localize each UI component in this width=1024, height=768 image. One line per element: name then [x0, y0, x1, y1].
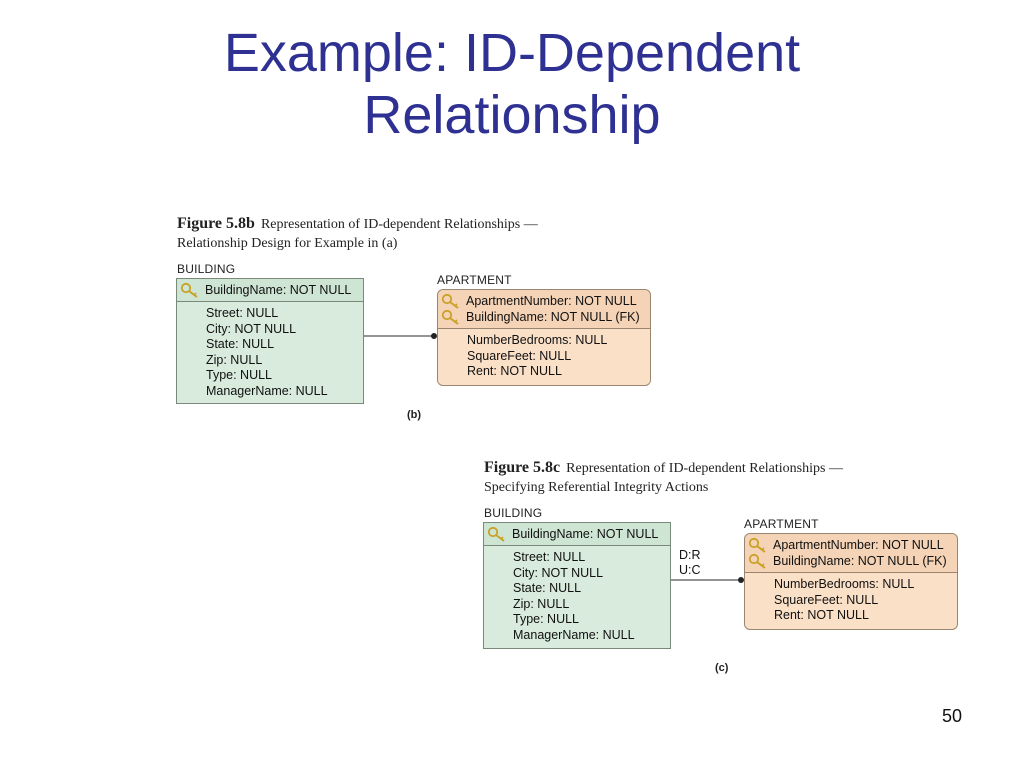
attribute: Rent: NOT NULL — [467, 364, 562, 378]
attribute: ManagerName: NULL — [513, 627, 635, 642]
key-attribute: BuildingName: NOT NULL (FK) — [773, 554, 947, 568]
key-attribute: ApartmentNumber: NOT NULL — [773, 538, 944, 552]
attribute: City: NOT NULL — [206, 321, 297, 336]
slide-title-line-1: Example: ID-Dependent — [223, 23, 801, 83]
figure-c-apartment-label: APARTMENT — [744, 517, 819, 531]
figure-c-relationship-dot — [738, 577, 744, 583]
figure-c-number: Figure 5.8c — [484, 459, 561, 476]
key-attribute: BuildingName: NOT NULL (FK) — [466, 310, 640, 324]
attribute: Street: NULL — [513, 550, 586, 564]
slide-title: Example: ID-Dependent Relationship — [0, 22, 1024, 146]
key-icon — [441, 309, 459, 325]
attribute: SquareFeet: NULL — [467, 348, 572, 363]
key-icon — [748, 553, 766, 569]
apartment-attribute-section: NumberBedrooms: NULL SquareFeet: NULL Re… — [745, 573, 957, 628]
building-attribute-section: Street: NULL City: NOT NULL State: NULL … — [484, 546, 670, 647]
figure-b-number: Figure 5.8b — [177, 215, 255, 232]
key-icon — [748, 537, 766, 553]
figure-c-integrity-actions: D:R U:C — [679, 548, 701, 578]
figure-c-sub-label: (c) — [715, 662, 729, 674]
update-action: U:C — [679, 563, 701, 577]
apartment-key-section: ApartmentNumber: NOT NULL BuildingName: … — [438, 290, 650, 329]
key-attribute: BuildingName: NOT NULL — [512, 527, 659, 541]
attribute: NumberBedrooms: NULL — [774, 577, 915, 591]
figure-b-sub-label: (b) — [407, 409, 422, 421]
key-row: BuildingName: NOT NULL (FK) — [745, 553, 957, 569]
figure-b-building-entity: BuildingName: NOT NULL Street: NULL City… — [176, 278, 364, 404]
attribute: Type: NULL — [206, 368, 273, 382]
key-row: BuildingName: NOT NULL — [484, 526, 670, 542]
key-attribute: BuildingName: NOT NULL — [205, 283, 352, 297]
figure-b-caption-line-2: Relationship Design for Example in (a) — [177, 236, 398, 251]
attribute: Street: NULL — [206, 306, 279, 320]
page-number: 50 — [941, 706, 962, 726]
attribute: State: NULL — [513, 581, 582, 595]
figure-b-building-label: BUILDING — [177, 262, 236, 276]
slide-title-line-2: Relationship — [363, 85, 661, 145]
key-attribute: ApartmentNumber: NOT NULL — [466, 294, 637, 308]
apartment-attribute-section: NumberBedrooms: NULL SquareFeet: NULL Re… — [438, 329, 650, 384]
apartment-key-section: ApartmentNumber: NOT NULL BuildingName: … — [745, 534, 957, 573]
delete-action: D:R — [679, 548, 701, 562]
figure-c-apartment-entity: ApartmentNumber: NOT NULL BuildingName: … — [744, 533, 958, 630]
attribute: Type: NULL — [513, 612, 580, 626]
building-key-section: BuildingName: NOT NULL — [177, 279, 363, 302]
key-icon — [441, 293, 459, 309]
building-key-section: BuildingName: NOT NULL — [484, 523, 670, 546]
attribute: Zip: NULL — [513, 596, 570, 611]
attribute: SquareFeet: NULL — [774, 592, 879, 607]
figure-c-caption-line-2: Specifying Referential Integrity Actions — [484, 480, 709, 495]
key-row: ApartmentNumber: NOT NULL — [745, 537, 957, 553]
key-icon — [180, 282, 198, 298]
building-attribute-section: Street: NULL City: NOT NULL State: NULL … — [177, 302, 363, 403]
attribute: City: NOT NULL — [513, 565, 604, 580]
figure-c-caption-line-1: Representation of ID-dependent Relations… — [566, 461, 843, 476]
figure-b-caption: Figure 5.8b Representation of ID-dependen… — [177, 214, 538, 253]
figure-b-apartment-label: APARTMENT — [437, 273, 512, 287]
attribute: Rent: NOT NULL — [774, 608, 869, 622]
attribute: ManagerName: NULL — [206, 383, 328, 398]
attribute: Zip: NULL — [206, 352, 263, 367]
figure-b-apartment-entity: ApartmentNumber: NOT NULL BuildingName: … — [437, 289, 651, 386]
key-row: ApartmentNumber: NOT NULL — [438, 293, 650, 309]
figure-c-building-entity: BuildingName: NOT NULL Street: NULL City… — [483, 522, 671, 649]
key-row: BuildingName: NOT NULL — [177, 282, 363, 298]
key-row: BuildingName: NOT NULL (FK) — [438, 309, 650, 325]
figure-c-building-label: BUILDING — [484, 506, 543, 520]
figure-b-relationship-dot — [431, 333, 437, 339]
figure-c-caption: Figure 5.8c Representation of ID-dependen… — [484, 458, 843, 497]
attribute: NumberBedrooms: NULL — [467, 333, 608, 347]
figure-b-caption-line-1: Representation of ID-dependent Relations… — [260, 217, 538, 232]
attribute: State: NULL — [206, 337, 275, 351]
key-icon — [487, 526, 505, 542]
